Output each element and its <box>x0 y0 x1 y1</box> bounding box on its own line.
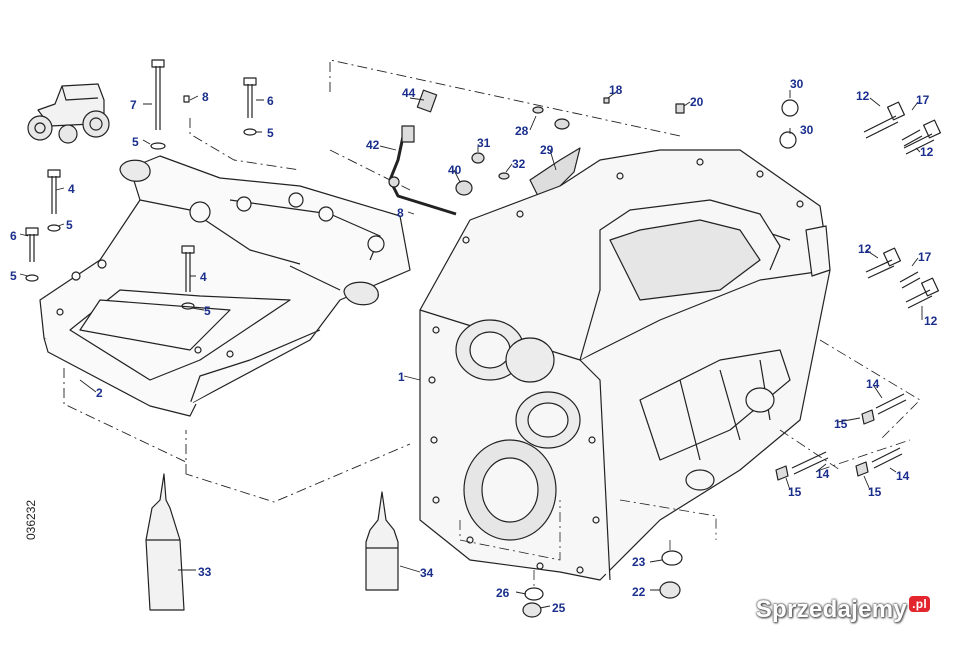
watermark-suffix: .pl <box>909 596 930 612</box>
callout-15: 15 <box>834 417 848 431</box>
callout-6: 6 <box>267 94 274 108</box>
bolts-left <box>25 59 257 310</box>
watermark-text: Sprzedajemy <box>755 596 908 623</box>
callout-28: 28 <box>515 124 529 138</box>
callout-33: 33 <box>198 565 212 579</box>
drawing-code: 036232 <box>24 499 38 540</box>
callout-12: 12 <box>924 314 938 328</box>
callout-30: 30 <box>800 123 814 137</box>
leader-lines <box>19 90 923 609</box>
callout-14: 14 <box>816 467 830 481</box>
callout-42: 42 <box>366 138 380 152</box>
callout-1: 1 <box>398 370 405 384</box>
main-housing <box>419 149 831 581</box>
callout-29: 29 <box>540 143 554 157</box>
callout-22: 22 <box>632 585 646 599</box>
callout-26: 26 <box>496 586 510 600</box>
callout-44: 44 <box>402 86 416 100</box>
callout-8: 8 <box>397 206 404 220</box>
sealant-tube <box>145 473 185 611</box>
callout-2: 2 <box>96 386 103 400</box>
watermark-logo: Sprzedajemy.pl <box>756 596 930 624</box>
callout-34: 34 <box>420 566 434 580</box>
callout-14: 14 <box>896 469 910 483</box>
adhesive-bottle <box>365 491 399 591</box>
callout-5: 5 <box>204 304 211 318</box>
callout-23: 23 <box>632 555 646 569</box>
callout-4: 4 <box>68 182 75 196</box>
callout-17: 17 <box>916 93 930 107</box>
callout-31: 31 <box>477 136 491 150</box>
callout-20: 20 <box>690 95 704 109</box>
seals-and-plugs <box>455 97 799 201</box>
callout-8: 8 <box>202 90 209 104</box>
callout-18: 18 <box>609 83 623 97</box>
callout-14: 14 <box>866 377 880 391</box>
callout-4: 4 <box>200 270 207 284</box>
callout-7: 7 <box>130 98 137 112</box>
oil-pipe-assembly <box>388 89 457 216</box>
callout-5: 5 <box>10 269 17 283</box>
callout-15: 15 <box>788 485 802 499</box>
callout-6: 6 <box>10 229 17 243</box>
callout-25: 25 <box>552 601 566 615</box>
callout-12: 12 <box>920 145 934 159</box>
tractor-icon <box>27 83 110 144</box>
bolts-right <box>775 101 941 481</box>
callout-5: 5 <box>132 135 139 149</box>
callout-32: 32 <box>512 157 526 171</box>
dashed-frame-left <box>63 59 681 503</box>
callout-40: 40 <box>448 163 462 177</box>
callout-12: 12 <box>856 89 870 103</box>
cover-plate <box>39 155 411 417</box>
callout-15: 15 <box>868 485 882 499</box>
callout-12: 12 <box>858 242 872 256</box>
callout-17: 17 <box>918 250 932 264</box>
callout-5: 5 <box>66 218 73 232</box>
callout-5: 5 <box>267 126 274 140</box>
callout-30: 30 <box>790 77 804 91</box>
drain-plugs <box>459 499 717 618</box>
